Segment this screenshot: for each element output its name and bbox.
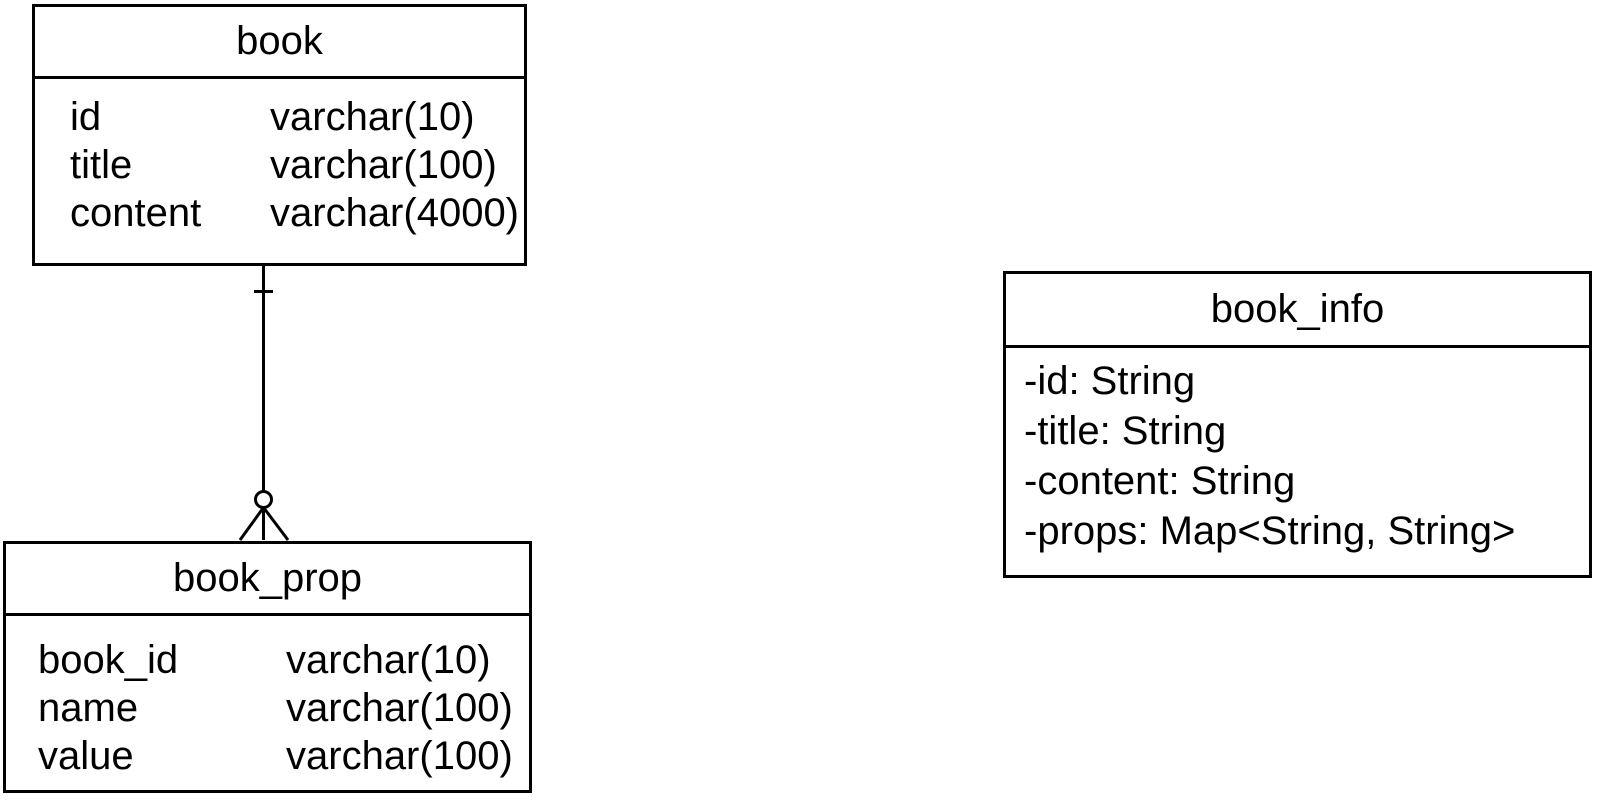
entity-book: book id varchar(10) title varchar(100) c… (32, 4, 527, 266)
attribute-name: id (70, 95, 102, 139)
attribute-type: varchar(100) (286, 734, 513, 778)
attribute-type: varchar(10) (286, 638, 491, 682)
entity-book-title: book (236, 19, 323, 63)
attribute-row: id varchar(10) (35, 93, 524, 141)
entity-book-info-title: book_info (1210, 287, 1385, 331)
entity-book-info-members: -id: String -title: String -content: Str… (1006, 348, 1589, 556)
attribute-row: book_id varchar(10) (6, 636, 529, 684)
attribute-type: varchar(4000) (270, 191, 520, 235)
class-member-text: -props: Map<String, String> (1024, 509, 1516, 553)
attribute-name: value (38, 734, 134, 778)
entity-book-prop-header: book_prop (6, 544, 529, 616)
entity-book-info-header: book_info (1006, 274, 1589, 348)
entity-book-prop-attributes: book_id varchar(10) name varchar(100) va… (6, 616, 529, 780)
class-member-text: -content: String (1024, 459, 1296, 503)
cardinality-zero-circle-icon (254, 490, 273, 509)
entity-book-info: book_info -id: String -title: String -co… (1003, 271, 1592, 578)
attribute-type: varchar(100) (286, 686, 513, 730)
entity-book-attributes: id varchar(10) title varchar(100) conten… (35, 79, 524, 237)
attribute-type: varchar(100) (270, 143, 497, 187)
attribute-name: content (70, 191, 202, 235)
entity-book-header: book (35, 7, 524, 79)
attribute-row: name varchar(100) (6, 684, 529, 732)
attribute-name: book_id (38, 638, 179, 682)
entity-book-prop: book_prop book_id varchar(10) name varch… (3, 541, 532, 793)
attribute-type: varchar(10) (270, 95, 475, 139)
attribute-row: content varchar(4000) (35, 189, 524, 237)
class-member-text: -title: String (1024, 409, 1227, 453)
class-member-row: -content: String (1006, 456, 1589, 506)
entity-book-prop-title: book_prop (172, 556, 363, 600)
attribute-row: title varchar(100) (35, 141, 524, 189)
class-member-row: -title: String (1006, 406, 1589, 456)
class-member-text: -id: String (1024, 359, 1196, 403)
attribute-row: value varchar(100) (6, 732, 529, 780)
attribute-name: name (38, 686, 139, 730)
crow-foot-icon (238, 506, 290, 541)
class-member-row: -id: String (1006, 356, 1589, 406)
class-member-row: -props: Map<String, String> (1006, 506, 1589, 556)
attribute-name: title (70, 143, 133, 187)
